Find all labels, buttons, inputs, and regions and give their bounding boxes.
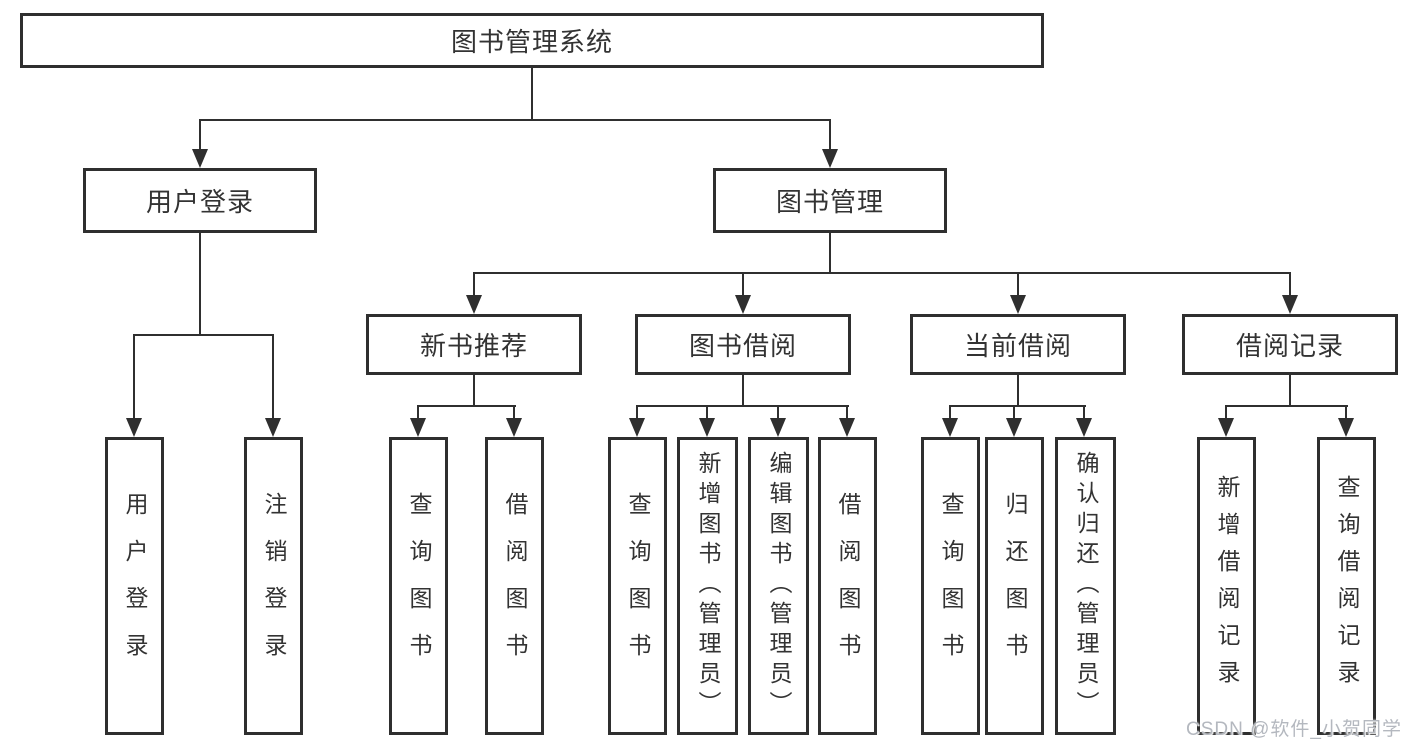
arrowhead-down-icon <box>506 418 522 437</box>
node-book-borrowing: 图书借阅 <box>635 314 851 375</box>
arrowhead-down-icon <box>192 149 208 168</box>
arrowhead-down-icon <box>466 295 482 314</box>
arrowhead-down-icon <box>410 418 426 437</box>
connector-line <box>846 405 848 420</box>
arrowhead-down-icon <box>822 149 838 168</box>
node-label: 图书管理 <box>775 187 884 217</box>
connector-line <box>1013 405 1015 420</box>
node-user-login-leaf: 用户登录 <box>105 437 164 735</box>
node-label: 图书管理系统 <box>450 27 613 57</box>
node-label: 查询图书 <box>406 492 432 680</box>
connector-line <box>473 272 475 297</box>
arrowhead-down-icon <box>126 418 142 437</box>
node-query-books-recommend: 查询图书 <box>389 437 448 735</box>
connector-line <box>949 405 951 420</box>
connector-line <box>513 405 515 420</box>
connector-line <box>1289 375 1291 407</box>
connector-line <box>1289 272 1291 297</box>
node-label: 用户登录 <box>145 187 254 217</box>
connector-line <box>1017 272 1019 297</box>
connector-line <box>706 405 708 420</box>
node-current-borrowing: 当前借阅 <box>910 314 1126 375</box>
arrowhead-down-icon <box>942 418 958 437</box>
watermark: CSDN @软件_小贺同学 <box>1186 719 1402 740</box>
arrowhead-down-icon <box>1338 418 1354 437</box>
node-label: 用户登录 <box>122 492 148 680</box>
connector-line <box>272 334 274 420</box>
arrowhead-down-icon <box>735 295 751 314</box>
connector-line <box>417 405 419 420</box>
node-label: 查询借阅记录 <box>1334 475 1360 697</box>
node-book-management: 图书管理 <box>713 168 947 233</box>
arrowhead-down-icon <box>629 418 645 437</box>
node-borrowing-records: 借阅记录 <box>1182 314 1398 375</box>
arrowhead-down-icon <box>1006 418 1022 437</box>
node-label: 归还图书 <box>1002 492 1028 680</box>
node-label: 图书借阅 <box>688 331 797 361</box>
node-return-books: 归还图书 <box>985 437 1044 735</box>
connector-line <box>133 334 274 336</box>
connector-line <box>742 375 744 407</box>
connector-line <box>636 405 849 407</box>
connector-line <box>473 375 475 407</box>
connector-line <box>199 119 201 151</box>
connector-line <box>133 334 135 420</box>
node-label: 新增图书（管理员） <box>695 451 721 721</box>
arrowhead-down-icon <box>699 418 715 437</box>
connector-line <box>742 272 744 297</box>
node-library-management-system: 图书管理系统 <box>20 13 1044 68</box>
node-borrow-books-recommend: 借阅图书 <box>485 437 544 735</box>
arrowhead-down-icon <box>770 418 786 437</box>
node-add-borrow-record: 新增借阅记录 <box>1197 437 1256 735</box>
connector-line <box>199 119 831 121</box>
arrowhead-down-icon <box>265 418 281 437</box>
connector-line <box>531 68 533 121</box>
connector-line <box>1083 405 1085 420</box>
arrowhead-down-icon <box>1282 295 1298 314</box>
node-label: 新书推荐 <box>419 331 528 361</box>
node-label: 当前借阅 <box>963 331 1072 361</box>
node-label: 注销登录 <box>261 492 287 680</box>
arrowhead-down-icon <box>1218 418 1234 437</box>
connector-line <box>949 405 1086 407</box>
node-user-login: 用户登录 <box>83 168 317 233</box>
node-label: 借阅记录 <box>1235 331 1344 361</box>
connector-line <box>1225 405 1348 407</box>
connector-line <box>1345 405 1347 420</box>
arrowhead-down-icon <box>1010 295 1026 314</box>
arrowhead-down-icon <box>1076 418 1092 437</box>
node-label: 编辑图书（管理员） <box>766 451 792 721</box>
connector-line <box>777 405 779 420</box>
node-logout: 注销登录 <box>244 437 303 735</box>
node-query-books-borrowing: 查询图书 <box>608 437 667 735</box>
node-label: 新增借阅记录 <box>1214 475 1240 697</box>
connector-line <box>1017 375 1019 407</box>
node-query-borrow-record: 查询借阅记录 <box>1317 437 1376 735</box>
connector-line <box>199 233 201 336</box>
node-add-books-admin: 新增图书（管理员） <box>677 437 738 735</box>
node-query-books-current: 查询图书 <box>921 437 980 735</box>
node-new-book-recommend: 新书推荐 <box>366 314 582 375</box>
connector-line <box>473 272 1291 274</box>
node-borrow-books-leaf: 借阅图书 <box>818 437 877 735</box>
node-label: 借阅图书 <box>502 492 528 680</box>
arrowhead-down-icon <box>839 418 855 437</box>
node-label: 查询图书 <box>625 492 651 680</box>
connector-line <box>417 405 516 407</box>
connector-line <box>829 119 831 151</box>
connector-line <box>829 233 831 274</box>
node-label: 借阅图书 <box>835 492 861 680</box>
node-label: 确认归还（管理员） <box>1073 451 1099 721</box>
node-label: 查询图书 <box>938 492 964 680</box>
node-edit-books-admin: 编辑图书（管理员） <box>748 437 809 735</box>
connector-line <box>1225 405 1227 420</box>
connector-line <box>636 405 638 420</box>
node-confirm-return-admin: 确认归还（管理员） <box>1055 437 1116 735</box>
